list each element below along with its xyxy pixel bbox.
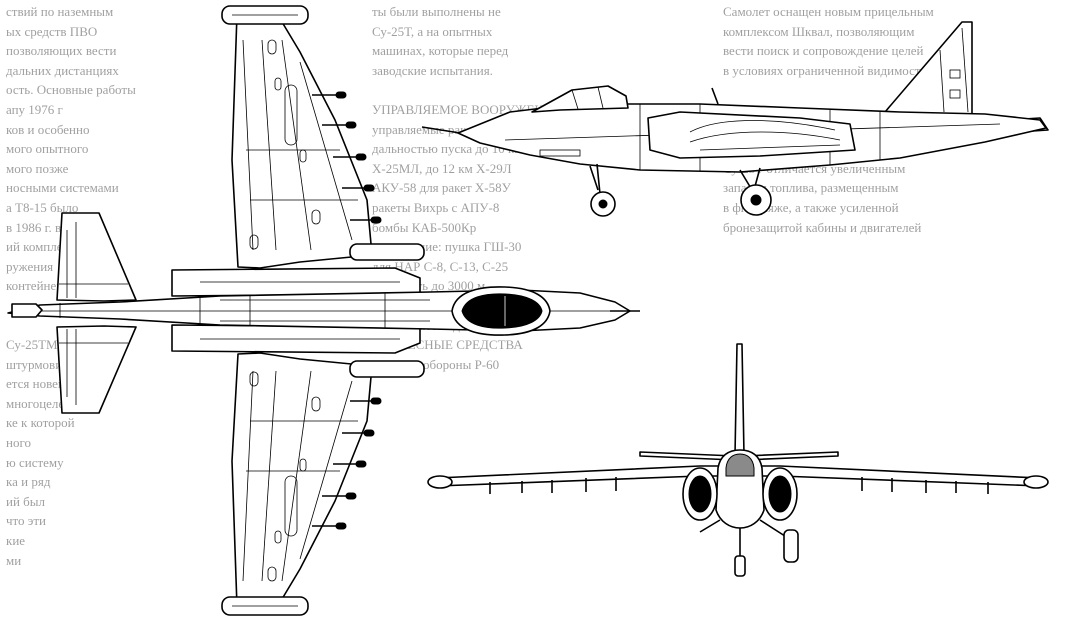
front-view [427,343,1049,577]
top-view-engine-nacelles [171,267,421,354]
front-view-vertical-fin [734,343,745,456]
side-view-nose-gear [589,163,616,217]
top-view-right-wing [221,352,425,616]
front-view-nose-gear [734,528,746,577]
top-view-right-wing-pylons [312,397,382,530]
front-view-wing-pylons [489,477,989,494]
side-view [421,21,1049,217]
top-view-horizontal-tail [56,212,137,414]
top-view-fuselage [7,286,640,336]
side-view-canopy [531,85,629,113]
front-view-engine-intakes [682,467,798,521]
side-view-main-gear [739,167,772,216]
top-view-left-wing-pylons [312,91,382,224]
front-view-canopy [725,453,755,477]
front-view-main-gear [699,519,799,563]
top-view [7,5,640,616]
top-view-left-wing [221,5,425,269]
